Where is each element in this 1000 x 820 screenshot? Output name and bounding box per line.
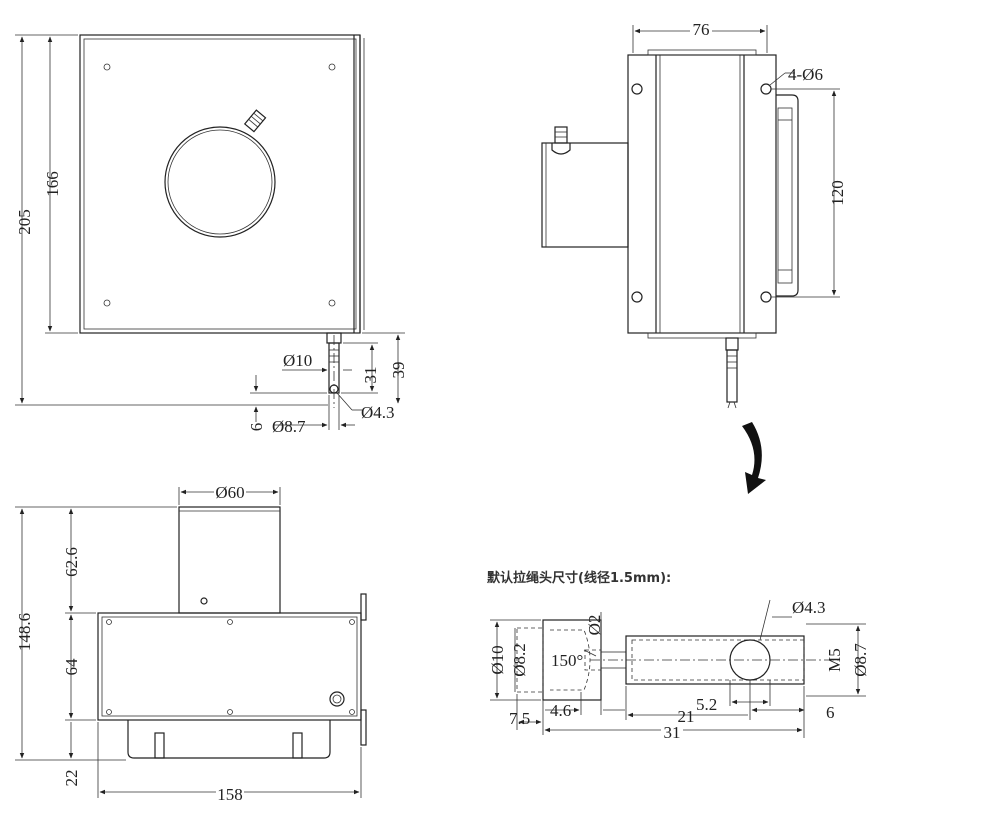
dim-166: 166 <box>43 171 62 197</box>
dim-120: 120 <box>828 180 847 206</box>
side-view: 76 4-Ø6 120 <box>541 20 847 409</box>
dim-rope-31: 31 <box>664 723 681 742</box>
dim-31: 31 <box>361 367 380 384</box>
down-arrow-icon <box>742 422 766 494</box>
dim-rope-angle: 150° <box>551 651 583 670</box>
dim-205: 205 <box>15 209 34 235</box>
dim-76: 76 <box>693 20 710 39</box>
dim-d60: Ø60 <box>215 483 244 502</box>
dim-rope-d2: Ø2 <box>585 615 604 636</box>
dim-rope-5-2: 5.2 <box>696 695 717 714</box>
dim-rope-d8-7: Ø8.7 <box>851 643 870 677</box>
dim-rope-21: 21 <box>678 707 695 726</box>
dim-rope-7-5: 7.5 <box>509 709 530 728</box>
dim-22: 22 <box>62 770 81 787</box>
rope-head-caption: 默认拉绳头尺寸(线径1.5mm): <box>487 570 671 586</box>
dim-d4-3: Ø4.3 <box>361 403 395 422</box>
dim-62-6: 62.6 <box>62 547 81 577</box>
dim-39: 39 <box>389 362 408 379</box>
dim-rope-m5: M5 <box>825 648 844 672</box>
rope-head-detail: 默认拉绳头尺寸(线径1.5mm): Ø4.3 Ø2 150° Ø10 Ø8.2 … <box>487 570 870 742</box>
dim-rope-4-6: 4.6 <box>550 701 571 720</box>
dim-rope-6: 6 <box>826 703 835 722</box>
dim-148-6: 148.6 <box>15 613 34 651</box>
top-view: Ø60 148.6 62.6 64 22 158 <box>15 482 367 804</box>
dim-d8-7: Ø8.7 <box>272 417 306 436</box>
dim-rope-d8-2: Ø8.2 <box>510 643 529 677</box>
front-view: 205 166 Ø10 31 39 6 Ø8.7 Ø4.3 <box>15 34 408 436</box>
dim-rope-d10: Ø10 <box>488 645 507 674</box>
dim-64: 64 <box>62 658 81 676</box>
dim-4-d6: 4-Ø6 <box>788 65 823 84</box>
dim-158: 158 <box>217 785 243 804</box>
dim-rope-d4-3: Ø4.3 <box>792 598 826 617</box>
dim-d10: Ø10 <box>283 351 312 370</box>
dim-6: 6 <box>247 423 266 432</box>
